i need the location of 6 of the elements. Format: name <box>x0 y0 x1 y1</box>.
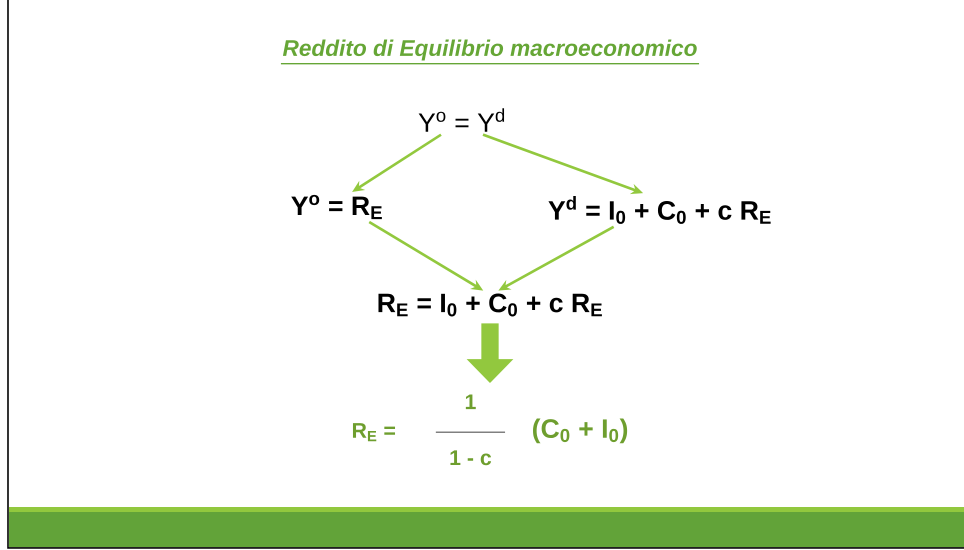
result-formula: R$_{E}$ = 1 1 - c (C$_{0}$ + I$_{0}$) <box>352 394 628 466</box>
equation-text: Y$^{o}$ = Y$^{d}$ <box>418 108 504 132</box>
title: Reddito di Equilibrio macroeconomico <box>282 39 697 61</box>
equation-text: Y$^{o}$ = R$_{E}$ <box>291 194 382 220</box>
equation-text: Y$^{d}$ = I$_{0}$ + C$_{0}$ + c R$_{E}$ <box>548 196 771 224</box>
equation-text: R$_{E}$ = I$_{0}$ + C$_{0}$ + c R$_{E}$ <box>378 294 602 316</box>
